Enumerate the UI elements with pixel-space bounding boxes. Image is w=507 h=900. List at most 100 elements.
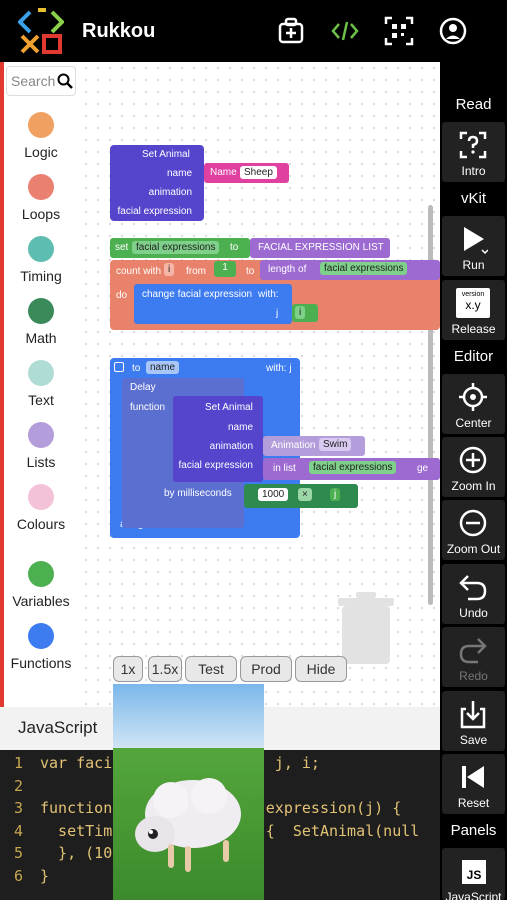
- get-label: ge: [417, 463, 429, 474]
- inner-set-animal-block[interactable]: Set Animal name animation facial express…: [173, 396, 263, 482]
- func-to-label: to: [132, 363, 141, 374]
- search-icon: [57, 73, 73, 89]
- zoom-out-button[interactable]: Zoom Out: [442, 500, 505, 560]
- speed-1-5x-button[interactable]: 1.5x: [148, 656, 182, 682]
- category-color-dot: [28, 298, 54, 324]
- undo-icon: [459, 575, 487, 601]
- count-to-label: to: [246, 266, 255, 277]
- category-label: Text: [28, 392, 54, 408]
- inner-param-facial: facial expression: [178, 460, 253, 471]
- vkit-section-label: vKit: [460, 190, 486, 207]
- call-param-j: j: [276, 308, 279, 319]
- category-label: Math: [25, 330, 57, 346]
- workspace-scrollbar[interactable]: [428, 205, 433, 605]
- multiply-block[interactable]: 1000 × j: [244, 484, 358, 508]
- undo-label: Undo: [459, 606, 488, 620]
- category-lists[interactable]: Lists: [4, 422, 78, 470]
- category-color-dot: [28, 561, 54, 587]
- test-button[interactable]: Test: [185, 656, 237, 682]
- save-button[interactable]: Save: [442, 691, 505, 751]
- intro-button[interactable]: Intro: [442, 122, 505, 182]
- animal-name-block[interactable]: Name Sheep: [204, 163, 289, 183]
- center-button[interactable]: Center: [442, 374, 505, 434]
- var-j[interactable]: j: [330, 488, 341, 501]
- zoom-out-label: Zoom Out: [446, 542, 501, 556]
- speed-1x-button[interactable]: 1x: [113, 656, 143, 682]
- name-dropdown[interactable]: Sheep: [240, 166, 277, 179]
- category-label: Functions: [10, 655, 72, 671]
- category-color-dot: [28, 422, 54, 448]
- category-logic[interactable]: Logic: [4, 112, 78, 160]
- app-header: Rukkou: [0, 0, 507, 62]
- save-download-icon: [460, 701, 486, 729]
- javascript-panel-button[interactable]: JS JavaScript: [442, 848, 505, 900]
- intro-label: Intro: [461, 164, 486, 178]
- trash-can-icon[interactable]: [338, 590, 394, 666]
- length-var-dropdown[interactable]: facial expressions: [320, 262, 408, 275]
- set-animal-block[interactable]: Set Animal name animation facial express…: [110, 145, 204, 221]
- code-line: function expression(j) {: [40, 799, 402, 817]
- redo-button[interactable]: Redo: [442, 627, 505, 687]
- version-caption: version: [461, 291, 485, 298]
- category-label: Variables: [12, 593, 70, 609]
- category-loops[interactable]: Loops: [4, 174, 78, 222]
- category-text[interactable]: Text: [4, 360, 78, 408]
- category-color-dot: [28, 484, 54, 510]
- qr-code-icon[interactable]: [384, 16, 414, 46]
- help-icon: [459, 131, 487, 159]
- code-line: setTim { SetAnimal(null: [58, 821, 420, 840]
- animation-dropdown[interactable]: Swim: [319, 438, 352, 451]
- var-i-dropdown[interactable]: i: [295, 306, 306, 319]
- function-label: function: [130, 402, 166, 413]
- release-button[interactable]: version x.y Release: [442, 280, 505, 340]
- undo-button[interactable]: Undo: [442, 564, 505, 624]
- list-get-block[interactable]: in list facial expressions ge: [263, 458, 440, 480]
- category-label: Logic: [24, 144, 58, 160]
- line-number: 2: [14, 776, 24, 795]
- reset-label: Reset: [457, 796, 490, 810]
- delay-label: Delay: [130, 382, 156, 393]
- category-timing[interactable]: Timing: [4, 236, 78, 284]
- line-number: 6: [14, 866, 24, 885]
- toolbox-search-input[interactable]: Search: [6, 66, 76, 96]
- category-color-dot: [28, 174, 54, 200]
- list-var-dropdown[interactable]: facial expressions: [309, 461, 397, 474]
- reset-button[interactable]: Reset: [442, 754, 505, 814]
- set-variable-block[interactable]: set facial expressions to: [110, 238, 250, 258]
- category-math[interactable]: Math: [4, 298, 78, 346]
- variable-dropdown[interactable]: facial expressions: [132, 241, 220, 254]
- run-button[interactable]: Run: [442, 216, 505, 276]
- ms-value-field[interactable]: 1000: [258, 488, 289, 501]
- func-name-field[interactable]: name: [146, 361, 180, 374]
- category-label: Lists: [26, 454, 56, 470]
- sheep-scene: [113, 684, 264, 900]
- list-name: FACIAL EXPRESSION LIST: [258, 242, 384, 253]
- prod-button[interactable]: Prod: [240, 656, 292, 682]
- length-of-label: length of: [268, 264, 307, 275]
- func-with-label: with: j: [266, 363, 292, 374]
- inner-param-animation: animation: [209, 441, 253, 452]
- category-colours[interactable]: Colours: [4, 484, 78, 532]
- var-i-block[interactable]: i: [292, 304, 318, 322]
- count-var-dropdown[interactable]: i: [164, 263, 175, 276]
- facial-list-block[interactable]: FACIAL EXPRESSION LIST: [250, 238, 390, 258]
- code-view-icon[interactable]: [330, 16, 360, 46]
- line-number: 3: [14, 799, 24, 817]
- from-value[interactable]: 1: [214, 261, 236, 277]
- toolbox-icon[interactable]: [276, 16, 306, 46]
- operator-dropdown[interactable]: ×: [298, 488, 312, 501]
- code-line: var faci j, i;: [40, 754, 320, 772]
- category-color-dot: [28, 360, 54, 386]
- category-variables[interactable]: Variables: [4, 561, 78, 609]
- zoom-in-icon: [459, 446, 487, 474]
- do-label: do: [116, 290, 128, 301]
- hide-button[interactable]: Hide: [295, 656, 347, 682]
- length-of-block[interactable]: length of facial expressions: [260, 260, 440, 280]
- call-function-block[interactable]: change facial expression with: j: [134, 284, 292, 324]
- set-label: set: [115, 242, 129, 253]
- redo-icon: [459, 638, 487, 664]
- account-sync-icon[interactable]: [438, 16, 468, 46]
- category-functions[interactable]: Functions: [4, 623, 78, 671]
- zoom-in-button[interactable]: Zoom In: [442, 437, 505, 497]
- animation-block[interactable]: Animation Swim: [263, 436, 365, 456]
